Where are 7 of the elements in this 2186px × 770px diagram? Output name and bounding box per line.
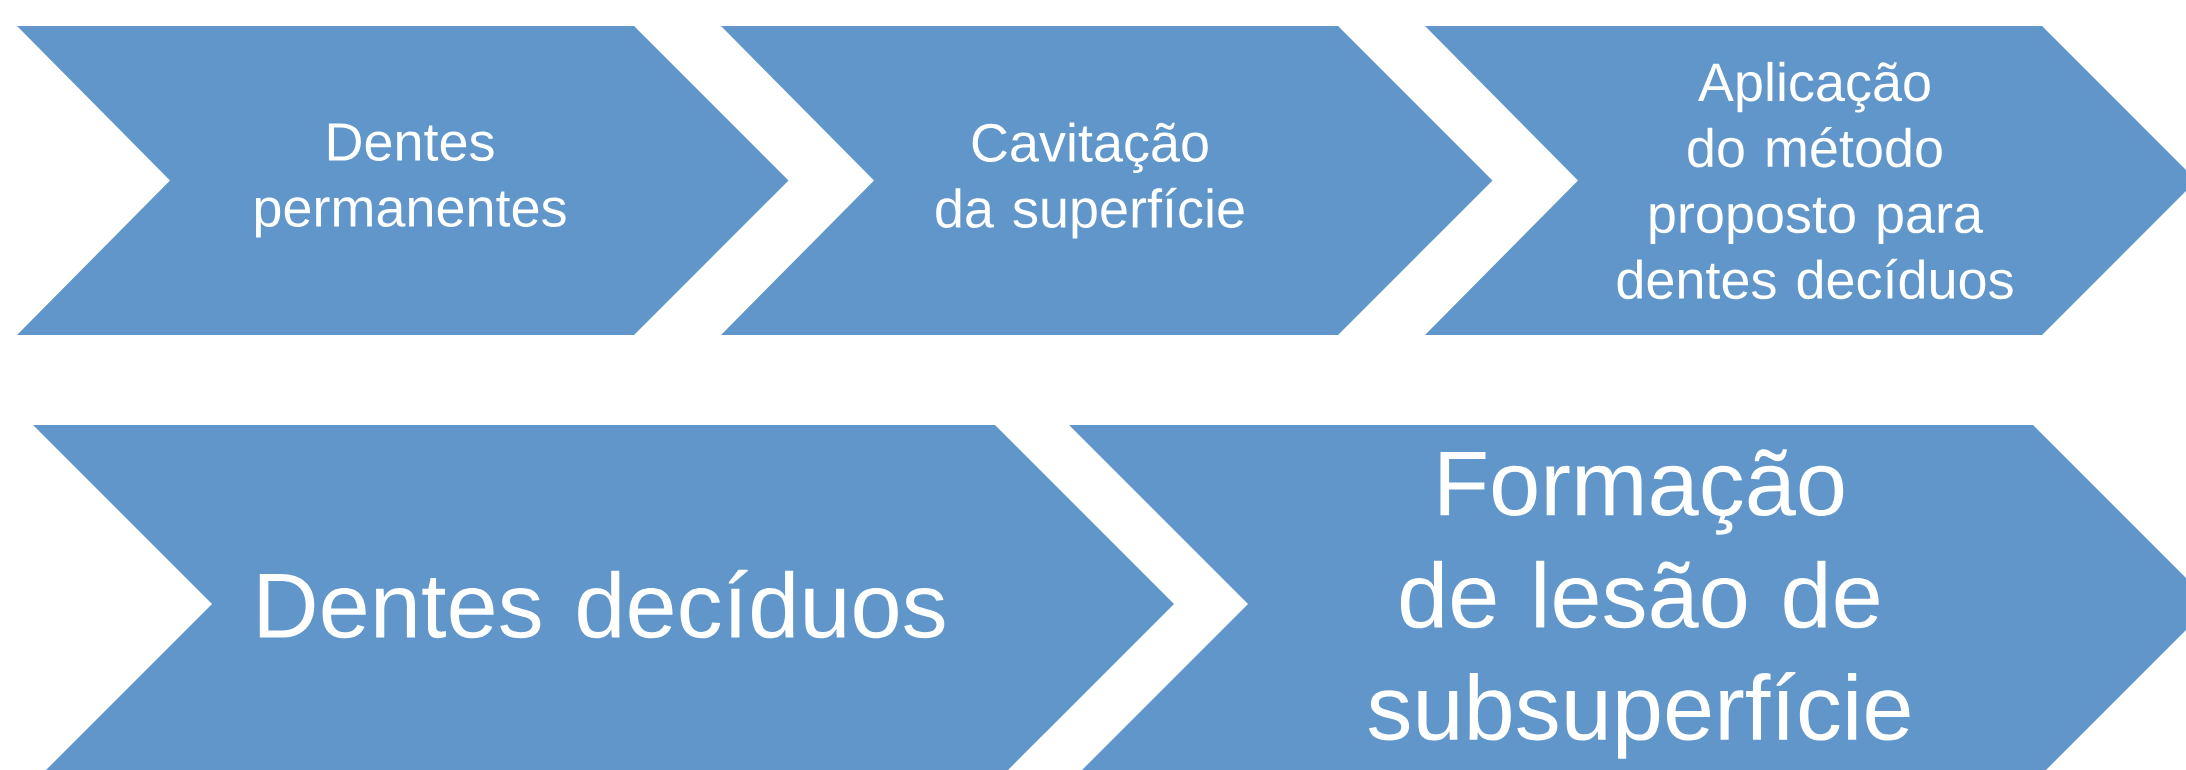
chevron-box: Dentes permanentes [17, 26, 789, 335]
chevron-box: Cavitação da superfície [721, 26, 1493, 335]
chevron-box: Dentes decíduos [33, 425, 1174, 770]
chevron-box: Formação de lesão de subsuperfície [1069, 425, 2186, 770]
chevron-box: Aplicação do método proposto para dentes decíduos [1425, 26, 2186, 335]
node-label: Formação de lesão de subsuperfície [1368, 449, 1910, 759]
node-label: Dentes decíduos [259, 569, 945, 639]
